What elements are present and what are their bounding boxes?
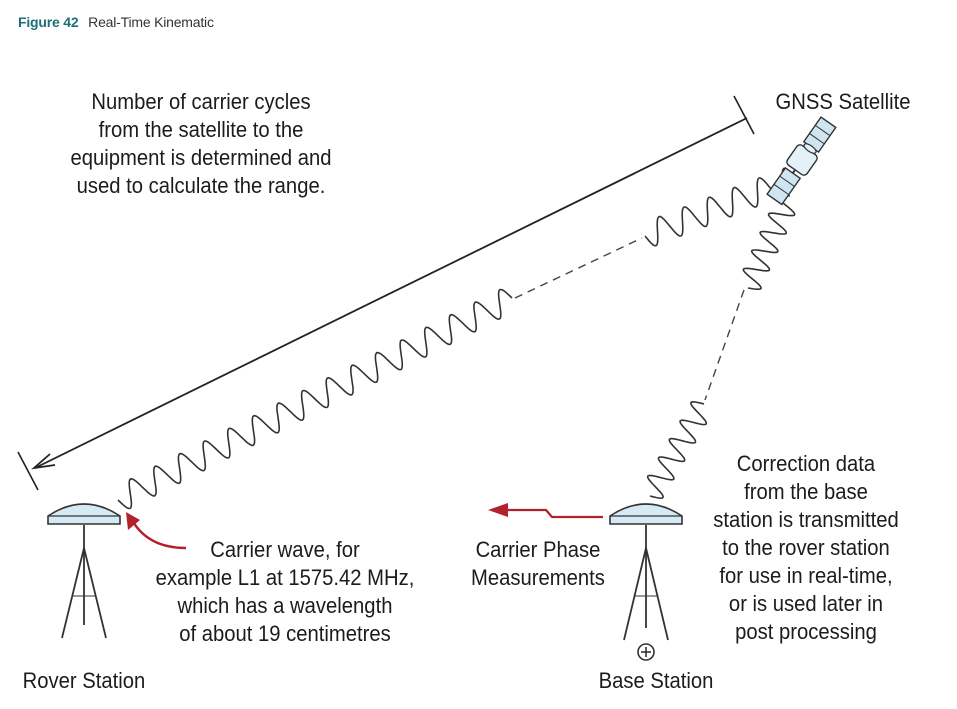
base-dashed-link: [704, 289, 745, 401]
gnss-satellite-icon: [766, 116, 837, 206]
satellite-label: GNSS Satellite: [775, 89, 911, 114]
base-station-label: Base Station: [598, 668, 714, 693]
carrier-wave-text: Carrier wave, for example L1 at 1575.42 …: [155, 537, 415, 646]
base-antenna-icon: [609, 503, 683, 525]
phase-measurements-text: Carrier Phase Measurements: [471, 537, 605, 590]
figure-title: Real-Time Kinematic: [88, 14, 214, 30]
base-carrier-wave: [646, 400, 708, 500]
phase-measurement-arrow: [488, 503, 603, 519]
satellite-wave-upper: [644, 167, 796, 247]
datum-marker-icon: [637, 643, 655, 661]
rover-carrier-wave: [117, 288, 513, 510]
rover-tripod-icon: [61, 525, 107, 639]
base-tripod-icon: [623, 525, 669, 641]
range-note-text: Number of carrier cycles from the satell…: [70, 89, 332, 198]
satellite-wave-down: [742, 194, 796, 290]
figure-caption: Figure 42 Real-Time Kinematic: [18, 14, 214, 30]
rover-station-label: Rover Station: [22, 668, 146, 693]
correction-data-text: Correction data from the base station is…: [713, 451, 899, 644]
rover-dashed-link: [514, 237, 643, 299]
figure-number: Figure 42: [18, 14, 79, 30]
range-dimension-line: [17, 95, 755, 491]
rover-antenna-icon: [47, 503, 121, 525]
carrier-wave-pointer-arrow: [126, 512, 187, 550]
